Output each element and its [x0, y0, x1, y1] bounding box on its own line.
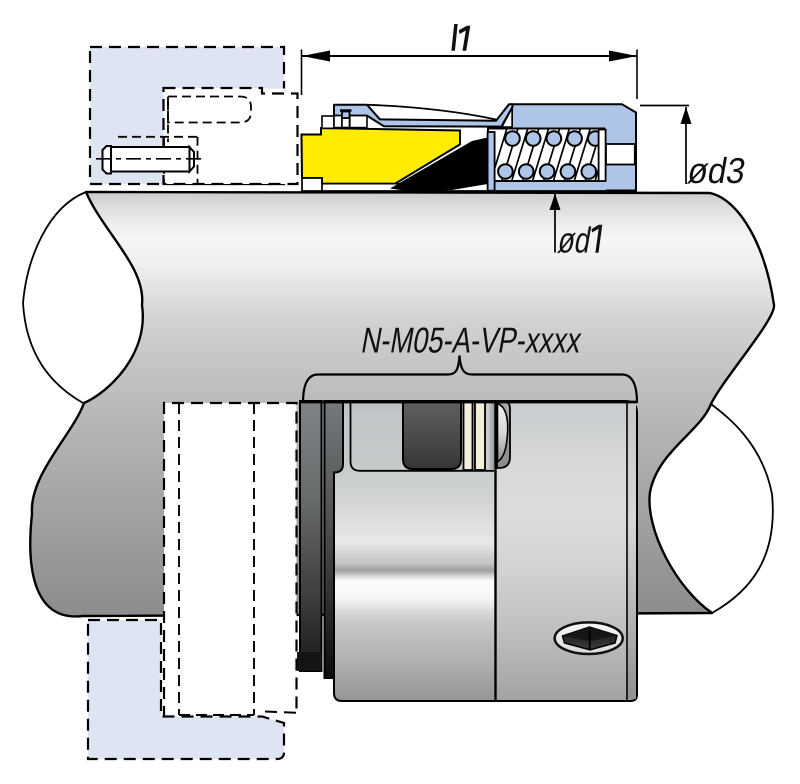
svg-text:ød3: ød3 [685, 150, 749, 191]
svg-text:ød: ød [555, 220, 594, 261]
svg-text:N-M05-A-VP-xxxx: N-M05-A-VP-xxxx [359, 320, 585, 361]
